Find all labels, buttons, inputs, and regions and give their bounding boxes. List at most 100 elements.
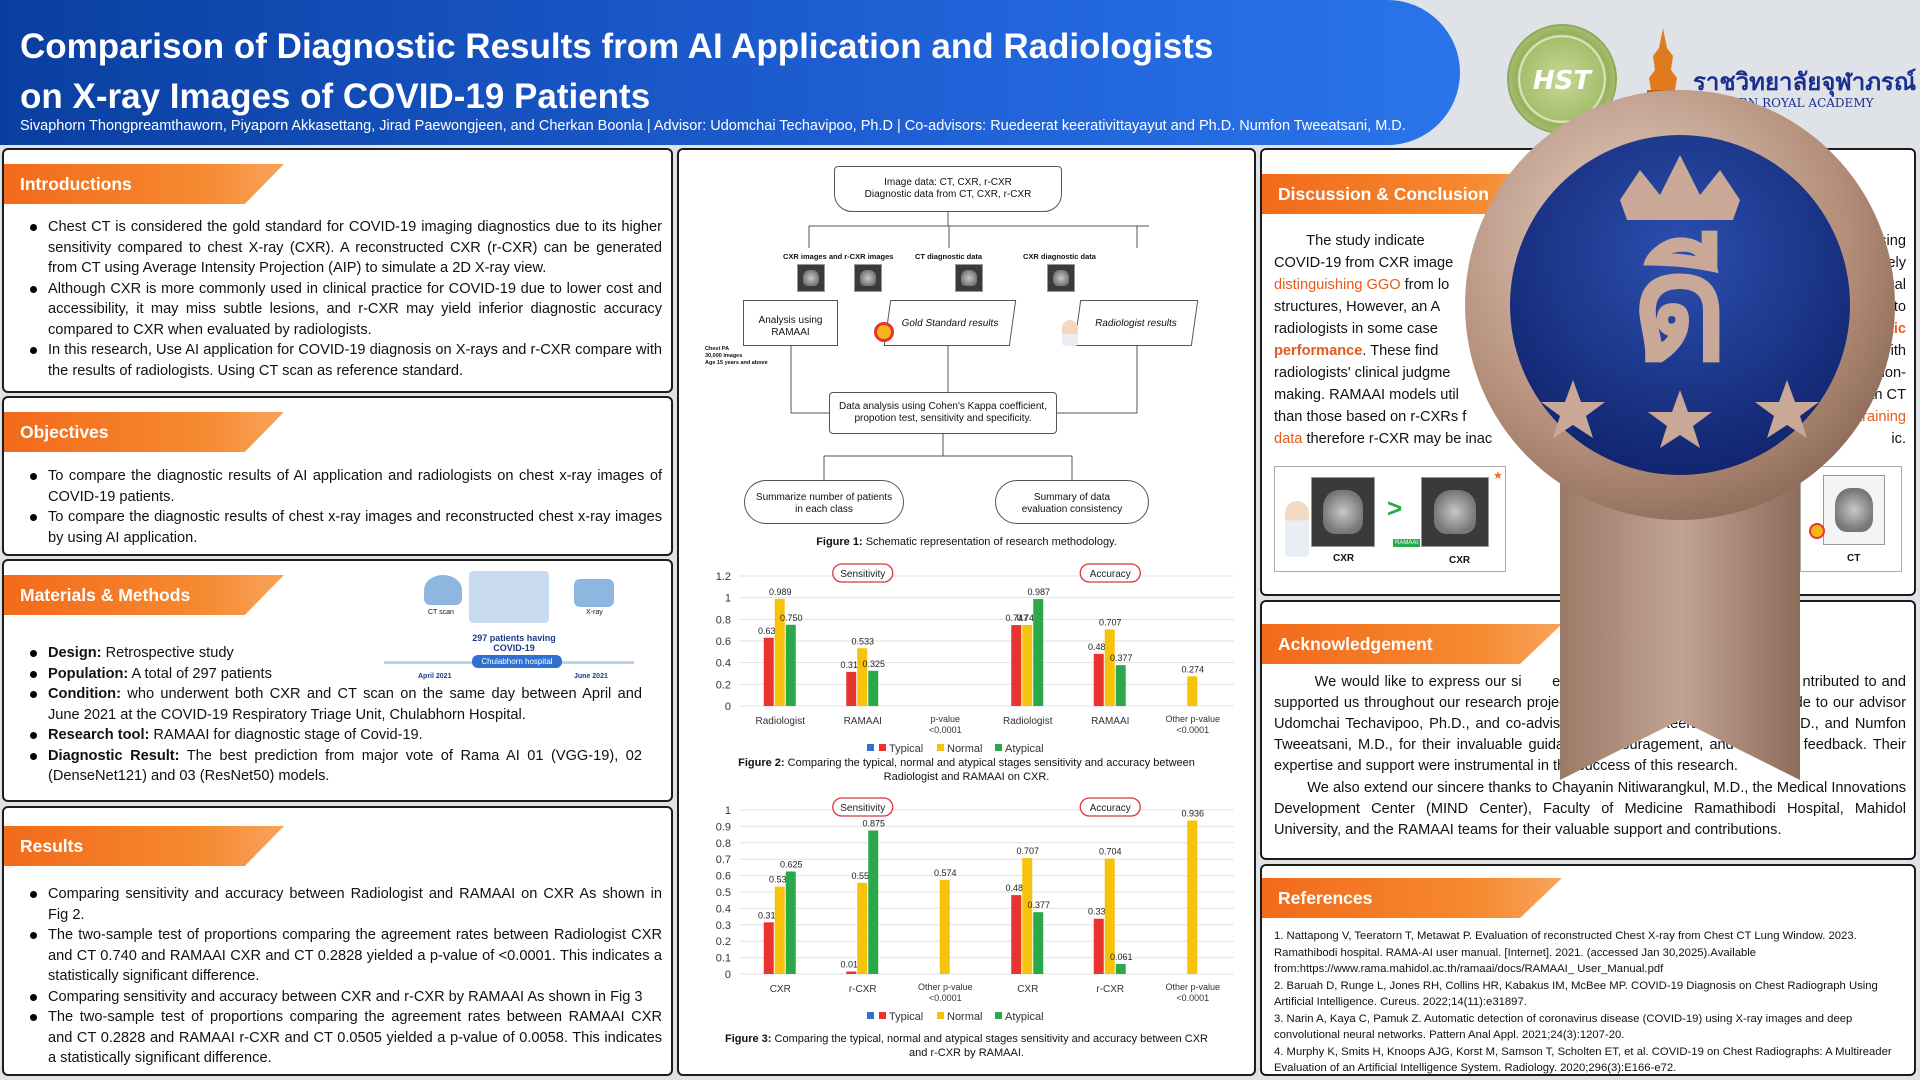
note-item: 30,000 images — [705, 353, 743, 359]
ct-image — [1823, 475, 1885, 545]
data-label: 0.061 — [1110, 952, 1133, 962]
data-label: 0.481 — [1005, 883, 1028, 893]
figure-1-caption: Figure 1: Schematic representation of re… — [679, 535, 1254, 549]
bar-normal — [1187, 676, 1198, 706]
flow-box-analysis: Data analysis using Cohen's Kappa coeffi… — [829, 392, 1057, 434]
bar-atypical — [1033, 599, 1044, 706]
bar-atypical — [1033, 912, 1044, 974]
discussion-text: The study indicatenosingCOVID-19 from CX… — [1274, 230, 1906, 450]
y-tick-label: 0.6 — [716, 636, 731, 648]
legend-label: Typical — [889, 743, 923, 755]
list-item: To compare the diagnostic results of che… — [22, 507, 662, 548]
discussion-fragment: making. RAMAAI models util — [1274, 387, 1459, 403]
results-list: Comparing sensitivity and accuracy betwe… — [22, 884, 662, 1069]
discussion-fragment: radiologists in some case — [1274, 321, 1438, 337]
list-item: Condition: who underwent both CXR and CT… — [22, 684, 642, 725]
discussion-fragment: from lo — [1400, 277, 1450, 293]
data-label: 0.337 — [1088, 907, 1111, 917]
item-label: Design: — [48, 645, 102, 661]
hospital-name: Chulabhorn hospital — [481, 657, 553, 666]
list-item: Comparing sensitivity and accuracy betwe… — [22, 884, 662, 925]
x-tick-label: Other p-value — [1165, 982, 1220, 992]
caption-label: Figure 3: — [725, 1033, 772, 1045]
list-item: Research tool: RAMAAI for diagnostic sta… — [22, 725, 642, 746]
reference-item: 4. Murphy K, Smits H, Knoops AJG, Korst … — [1274, 1045, 1892, 1075]
ct-label: CT — [1847, 553, 1861, 564]
reference-item: 2. Baruah D, Runge L, Jones RH, Collins … — [1274, 979, 1878, 1009]
data-label: 0.625 — [780, 860, 803, 870]
legend-swatch — [937, 744, 944, 751]
x-tick-label: Other p-value — [918, 982, 973, 992]
methods-illustration: CT scan X-ray 297 patients having COVID-… — [384, 569, 634, 689]
flow-lbl-ct: CT diagnostic data — [915, 252, 983, 261]
acknowledgement-p2: We also extend our sincere thanks to Cha… — [1274, 780, 1911, 838]
x-tick-label: r-CXR — [849, 984, 877, 995]
caption-label: Figure 2: — [738, 757, 785, 769]
data-label: 0.377 — [1027, 900, 1050, 910]
methods-panel: Materials & Methods CT scan X-ray 297 pa… — [2, 559, 673, 802]
y-tick-label: 0.5 — [716, 887, 731, 899]
x-tick-label: <0.0001 — [1176, 993, 1209, 1003]
bar-normal — [1022, 858, 1033, 974]
legend-marker-blank — [867, 1012, 874, 1019]
x-tick-label: <0.0001 — [1176, 725, 1209, 735]
data-label: 0.315 — [840, 660, 863, 670]
xray-machine-icon — [574, 579, 614, 607]
flow-connectors — [790, 212, 1149, 480]
y-tick-label: 0.4 — [716, 658, 731, 670]
ramaai-notes: Chest PA 30,000 images Age 15 years and … — [705, 346, 768, 367]
item-text: who underwent both CXR and CT scan on th… — [48, 686, 642, 723]
x-tick-label: r-CXR — [1096, 984, 1124, 995]
legend-marker-blank — [867, 744, 874, 751]
data-label: 0.707 — [1099, 617, 1122, 627]
x-tick-label: Radiologist — [1003, 716, 1053, 727]
panel-label-pill — [1079, 797, 1141, 817]
caption-label: Figure 1: — [816, 536, 863, 548]
y-tick-label: 0 — [725, 701, 731, 713]
y-tick-label: 0.7 — [716, 854, 731, 866]
ct-image-box: CT — [1800, 466, 1902, 572]
references-list: 1. Nattapong V, Teeratorn T, Metawat P. … — [1274, 928, 1912, 1075]
discussion-fragment: distinguishing GGO — [1274, 277, 1401, 293]
poster-title: Comparison of Diagnostic Results from AI… — [20, 22, 1420, 122]
reference-item: 3. Narin A, Kaya C, Pamuk Z. Automatic d… — [1274, 1012, 1853, 1042]
x-tick-label: Radiologist — [756, 716, 806, 727]
bar-atypical — [785, 624, 796, 706]
results-panel: Results Comparing sensitivity and accura… — [2, 806, 673, 1076]
discussion-fragment: performance — [1274, 343, 1363, 359]
data-label: 0.556 — [851, 871, 874, 881]
discussion-fragment: The study indicate — [1274, 233, 1425, 249]
discussion-fragment: . These find — [1362, 343, 1439, 359]
bar-normal — [857, 648, 868, 706]
data-label: 0.574 — [934, 868, 957, 878]
timeline-end: June 2021 — [574, 673, 608, 680]
bar-normal — [1187, 820, 1198, 974]
methodology-figures-panel: Image data: CT, CXR, r-CXR Diagnostic da… — [677, 148, 1256, 1076]
legend-swatch — [937, 1012, 944, 1019]
y-tick-label: 1 — [725, 805, 731, 817]
data-label: 0.750 — [780, 613, 803, 623]
bar-typical — [846, 671, 857, 706]
list-item: In this research, Use AI application for… — [22, 340, 662, 381]
title-line-2: on X-ray Images of COVID-19 Patients — [20, 77, 651, 116]
item-label: Research tool: — [48, 727, 150, 743]
item-label: Condition: — [48, 686, 121, 702]
list-item: Population: A total of 297 patients — [22, 664, 642, 685]
data-label: 0.325 — [862, 659, 885, 669]
list-item: Although CXR is more commonly used in cl… — [22, 279, 662, 341]
radiologist-icon — [1062, 320, 1078, 346]
cxr-label-2: CXR — [1449, 555, 1471, 566]
flow-box-summary-consistency: Summary of data evaluation consistency — [995, 480, 1149, 524]
cxr-image-radiologist — [1311, 477, 1375, 547]
x-tick-label: p-value — [930, 714, 960, 724]
data-label: 0.989 — [769, 587, 792, 597]
caption-text: Comparing the typical, normal and atypic… — [771, 1033, 1209, 1059]
objectives-heading: Objectives — [4, 412, 284, 452]
y-tick-label: 1.2 — [716, 571, 731, 583]
discussion-fragment: therefore r-CXR may be inac — [1302, 431, 1493, 447]
references-panel: References 1. Nattapong V, Teeratorn T, … — [1260, 864, 1916, 1076]
objectives-list: To compare the diagnostic results of AI … — [22, 466, 662, 548]
hst-logo-text: HST — [1532, 66, 1592, 96]
legend-label: Normal — [947, 743, 982, 755]
